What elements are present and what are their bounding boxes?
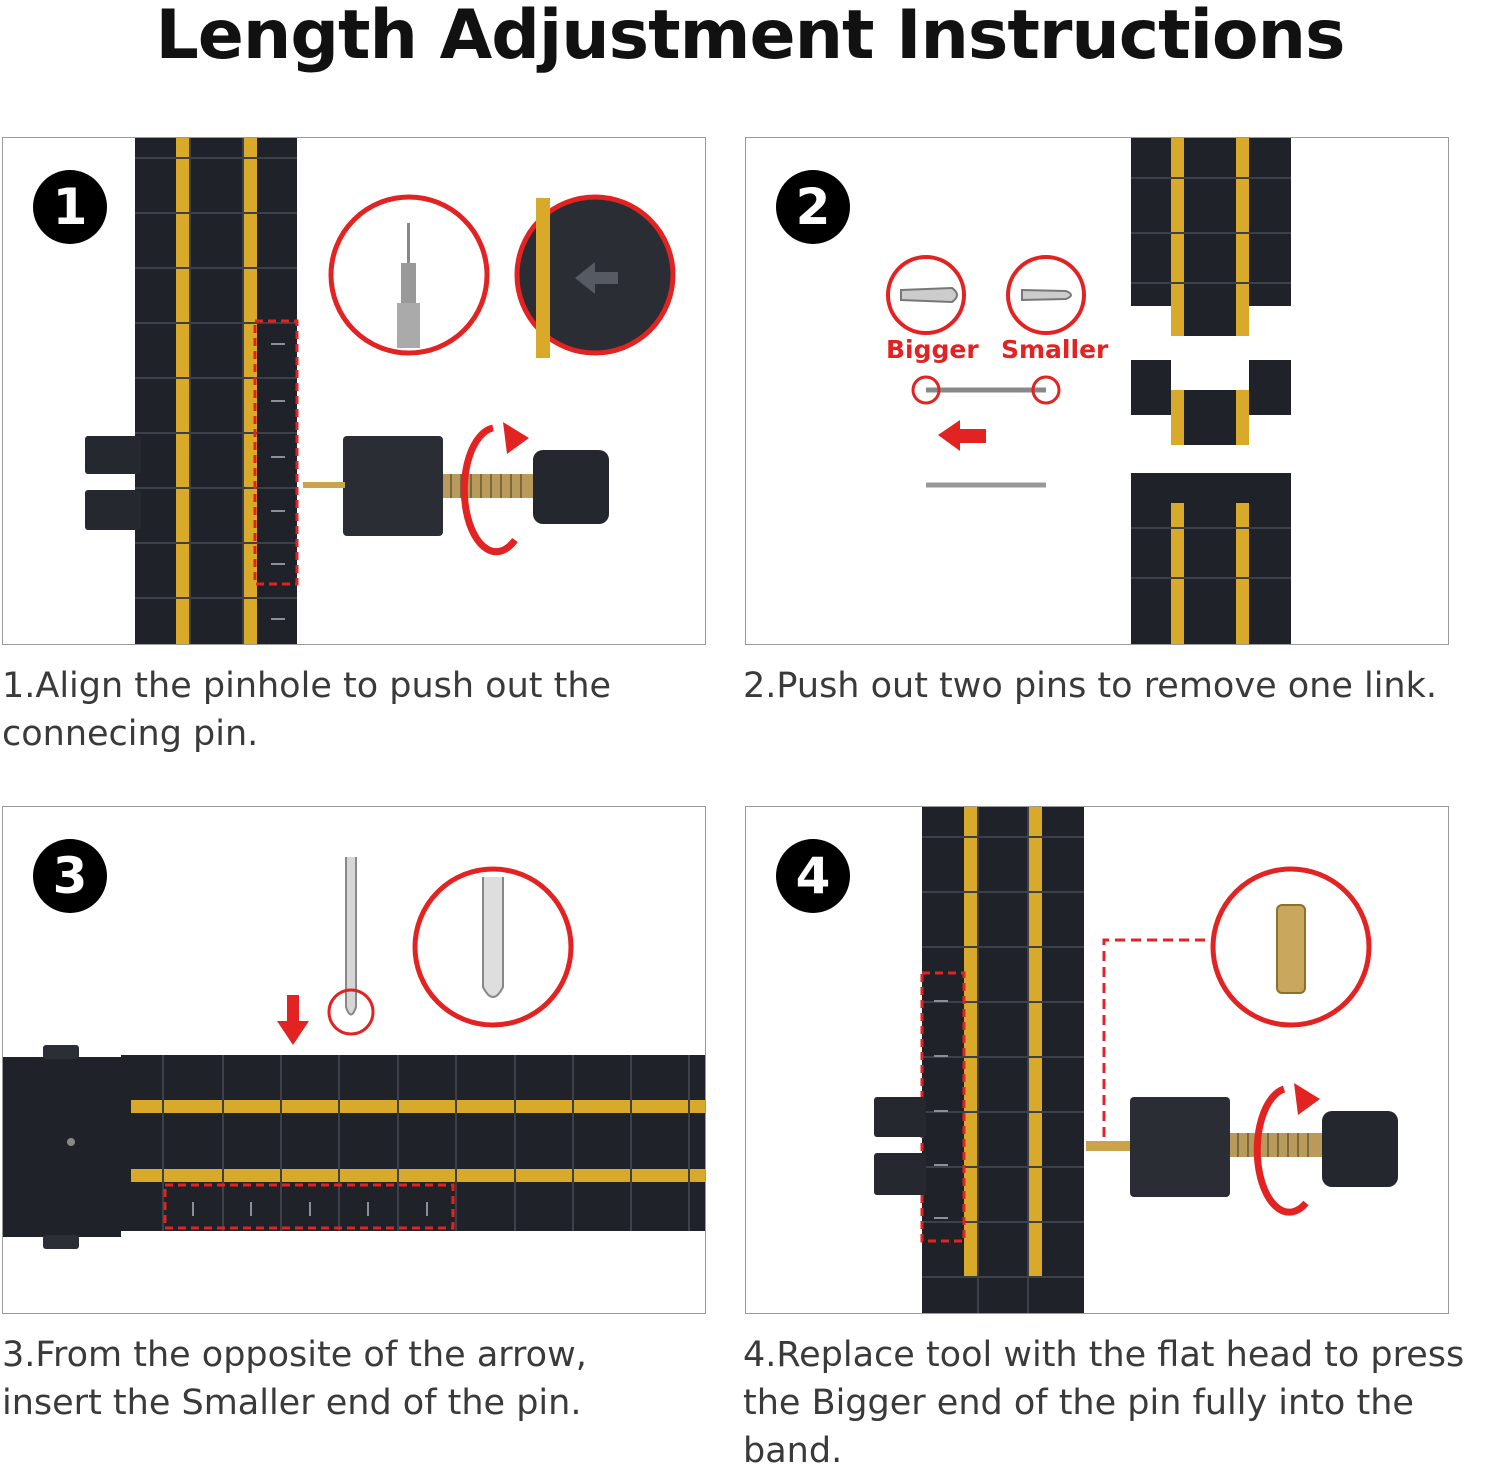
step-3-caption-line-2: insert the Smaller end of the pin. [2,1383,582,1423]
bigger-label: Bigger [886,335,979,364]
watch-band-top-piece [1131,138,1291,336]
arrow-left-icon [575,262,618,294]
rotate-arrow-icon [460,424,518,556]
step-2-badge: 2 [776,170,850,244]
pin-end-icon [900,286,958,304]
pin-end-icon [482,877,504,998]
step-1-caption-line-2: connecing pin. [2,714,259,754]
arrow-down-icon [277,995,309,1045]
rotate-arrow-icon [1253,1085,1309,1216]
step-1-caption: 1.Align the pinhole to push out the conn… [2,662,752,758]
step-2-panel: 2 Bigger Smaller [745,137,1449,645]
step-3-illustration [3,857,705,1249]
leader-line [1102,938,1214,1137]
step-1-illustration [85,138,676,644]
step-3-caption: 3.From the opposite of the arrow, insert… [2,1331,752,1427]
pin-tool-icon [397,223,420,348]
pin-icon [345,857,357,1016]
pin-press-tool [874,1097,1398,1197]
step-4-badge: 4 [776,839,850,913]
watch-band-horizontal [121,1055,705,1231]
arrow-left-icon [938,420,986,451]
pin-highlight-box [163,1183,455,1230]
pin-removal-tool [85,436,609,536]
step-2-illustration [886,138,1291,644]
step-2-caption-line-1: 2.Push out two pins to remove one link. [743,666,1438,706]
watch-band-vertical [135,138,297,644]
step-3-caption-line-1: 3.From the opposite of the arrow, [2,1335,587,1375]
step-4-caption: 4.Replace tool with the flat head to pre… [743,1331,1493,1475]
page-title: Length Adjustment Instructions [155,0,1345,75]
step-4-panel: 4 [745,806,1449,1314]
removed-link [1131,360,1291,445]
step-1-badge: 1 [33,170,107,244]
step-2-caption: 2.Push out two pins to remove one link. [743,662,1493,710]
step-1-caption-line-1: 1.Align the pinhole to push out the [2,666,612,706]
watch-band-bottom-piece [1131,473,1291,644]
watch-band-vertical [922,807,1084,1313]
step-1-panel: 1 [2,137,706,645]
pin-end-icon [1276,904,1306,994]
smaller-label: Smaller [1001,335,1109,364]
band-clasp [3,1045,121,1249]
step-4-illustration [874,807,1398,1313]
step-3-badge: 3 [33,839,107,913]
pin-highlight-box [253,319,299,586]
step-4-caption-line-2: the Bigger end of the pin fully into the… [743,1383,1414,1471]
step-3-panel: 3 [2,806,706,1314]
step-4-caption-line-1: 4.Replace tool with the flat head to pre… [743,1335,1465,1375]
